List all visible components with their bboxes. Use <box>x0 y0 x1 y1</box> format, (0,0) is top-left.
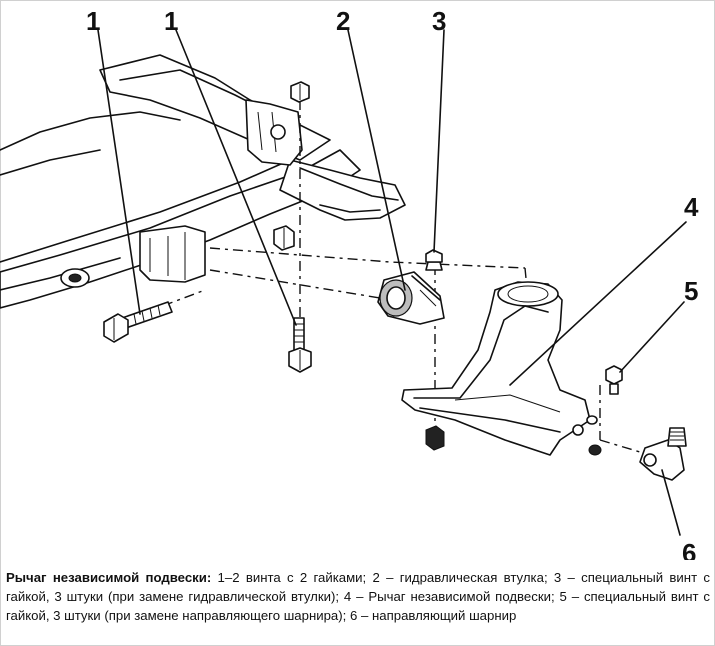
bolt-top <box>290 81 310 103</box>
leader-lines <box>97 29 687 536</box>
callout-5: 5 <box>684 276 698 306</box>
nut-upper <box>273 225 295 251</box>
bolt-1-vertical <box>288 317 312 373</box>
callout-3: 3 <box>432 6 446 36</box>
callout-1-left: 1 <box>86 6 100 36</box>
figure-caption: Рычаг независимой подвески: 1–2 винта с … <box>6 568 710 625</box>
nut-ball-joint <box>586 415 602 456</box>
callout-2: 2 <box>336 6 350 36</box>
callout-4: 4 <box>684 192 699 222</box>
callout-1-right: 1 <box>164 6 178 36</box>
hydraulic-bushing <box>377 271 445 325</box>
bolt-3 <box>425 249 443 271</box>
caption-text: 1–2 винта с 2 гайками; 2 – гидравлическа… <box>6 570 710 623</box>
exploded-view-drawing: 1 1 2 3 4 5 6 <box>0 6 699 560</box>
ball-joint <box>639 427 687 481</box>
control-arm <box>401 281 591 456</box>
callout-6: 6 <box>682 538 696 560</box>
bolt-1-left <box>103 301 173 343</box>
nut-lower <box>425 425 445 451</box>
subframe-rail <box>0 54 406 309</box>
bolt-5 <box>605 365 623 395</box>
caption-title: Рычаг независимой подвески: <box>6 570 212 585</box>
